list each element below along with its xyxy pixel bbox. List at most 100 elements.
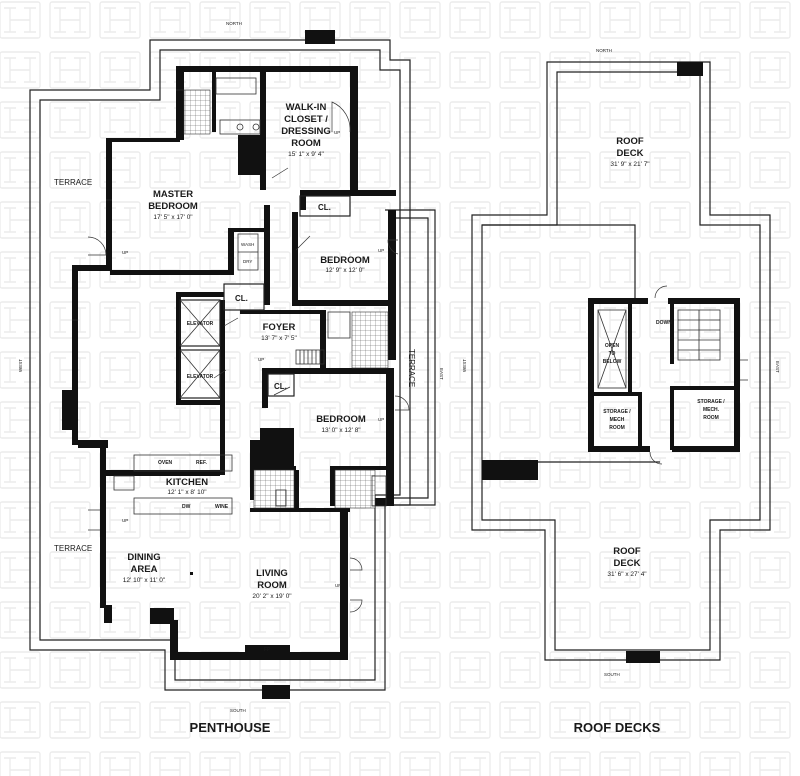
watermark-tile bbox=[549, 201, 591, 239]
storage-left-label: STORAGE / bbox=[603, 409, 631, 415]
watermark-tile bbox=[299, 501, 341, 539]
watermark-tile bbox=[0, 601, 41, 639]
watermark-tile bbox=[0, 151, 41, 189]
watermark-tile bbox=[699, 201, 741, 239]
watermark-tile bbox=[0, 1, 41, 39]
watermark-tile bbox=[399, 551, 441, 589]
down-label: DOWN bbox=[656, 320, 672, 326]
watermark-tile bbox=[0, 251, 41, 289]
watermark-tile bbox=[449, 551, 491, 589]
walk-in-closet-label-2: CLOSET / bbox=[284, 114, 328, 125]
watermark-tile bbox=[549, 601, 591, 639]
watermark-tile bbox=[49, 651, 91, 689]
watermark-tile bbox=[399, 651, 441, 689]
watermark-tile bbox=[0, 751, 41, 776]
dining-area-dim: 12' 10" x 11' 0" bbox=[123, 577, 166, 584]
watermark-tile bbox=[449, 1, 491, 39]
watermark-tile bbox=[199, 551, 241, 589]
ref-label: REF. bbox=[196, 460, 207, 466]
watermark-tile bbox=[149, 701, 191, 739]
watermark-tile bbox=[99, 401, 141, 439]
living-room-label-2: ROOM bbox=[257, 580, 287, 591]
dining-area-label-2: AREA bbox=[131, 564, 158, 575]
watermark-tile bbox=[99, 101, 141, 139]
dw-label: DW bbox=[182, 504, 191, 510]
watermark-tile bbox=[499, 1, 541, 39]
open-to-below-label: OPEN bbox=[605, 343, 620, 349]
watermark-tile bbox=[449, 301, 491, 339]
terrace-label-west: TERRACE bbox=[54, 178, 92, 187]
kitchen-label: KITCHEN bbox=[166, 477, 208, 488]
watermark-tile bbox=[749, 151, 791, 189]
walk-in-closet-label-4: ROOM bbox=[291, 138, 321, 149]
watermark-tile bbox=[599, 501, 641, 539]
watermark-tile bbox=[699, 251, 741, 289]
roof-compass-west: WEST bbox=[462, 359, 467, 372]
watermark-tile bbox=[649, 251, 691, 289]
watermark-tile bbox=[749, 701, 791, 739]
watermark-tile bbox=[549, 401, 591, 439]
watermark-tile bbox=[699, 51, 741, 89]
watermark-tile bbox=[349, 651, 391, 689]
closet-label-1: CL. bbox=[318, 203, 331, 212]
roof-decks-plan bbox=[471, 61, 771, 663]
watermark-tile bbox=[249, 1, 291, 39]
walk-in-closet-dim: 15' 1" x 9' 4" bbox=[288, 151, 324, 158]
watermark-tile bbox=[349, 701, 391, 739]
roof-deck-north-label: ROOF bbox=[616, 136, 644, 147]
watermark-tile bbox=[449, 251, 491, 289]
master-bedroom-dim: 17' 5" x 17' 0" bbox=[153, 214, 193, 221]
watermark-tile bbox=[599, 201, 641, 239]
watermark-tile bbox=[49, 751, 91, 776]
watermark-tile bbox=[599, 751, 641, 776]
watermark-tile bbox=[649, 601, 691, 639]
watermark-tile bbox=[399, 401, 441, 439]
walk-in-closet-label-3: DRESSING bbox=[281, 126, 331, 137]
watermark-tile bbox=[449, 751, 491, 776]
watermark-tile bbox=[549, 451, 591, 489]
watermark-tile bbox=[549, 101, 591, 139]
watermark-tile bbox=[299, 551, 341, 589]
watermark-tile bbox=[399, 101, 441, 139]
watermark-tile bbox=[349, 201, 391, 239]
master-bedroom-label: MASTER bbox=[153, 189, 193, 200]
watermark-tile bbox=[99, 751, 141, 776]
watermark-tile bbox=[149, 301, 191, 339]
watermark-tile bbox=[349, 601, 391, 639]
watermark-tile bbox=[49, 101, 91, 139]
watermark-tile bbox=[549, 651, 591, 689]
watermark-tile bbox=[499, 151, 541, 189]
watermark-tile bbox=[549, 751, 591, 776]
compass-west: WEST bbox=[18, 359, 23, 372]
watermark-tile bbox=[49, 351, 91, 389]
watermark-tile bbox=[599, 251, 641, 289]
compass-north: NORTH bbox=[226, 21, 242, 26]
open-to-below-label-3: BELOW bbox=[603, 359, 622, 365]
watermark-tile bbox=[599, 351, 641, 389]
watermark-tile bbox=[399, 501, 441, 539]
watermark-tile bbox=[49, 201, 91, 239]
watermark-tile bbox=[149, 751, 191, 776]
watermark-tile bbox=[349, 751, 391, 776]
watermark-tile bbox=[499, 51, 541, 89]
watermark-tile bbox=[149, 1, 191, 39]
up-label-2: UP bbox=[122, 250, 128, 255]
watermark-tile bbox=[549, 351, 591, 389]
watermark-tile bbox=[149, 151, 191, 189]
watermark-tile bbox=[749, 1, 791, 39]
watermark-tile bbox=[749, 551, 791, 589]
storage-right-label: STORAGE / bbox=[697, 399, 725, 405]
oven-label: OVEN bbox=[158, 460, 173, 466]
watermark-tile bbox=[749, 651, 791, 689]
watermark-tile bbox=[549, 501, 591, 539]
roof-decks-labels: NORTH SOUTH EAST WEST ROOF DECK 31' 9" x… bbox=[462, 48, 780, 735]
watermark-tile bbox=[49, 501, 91, 539]
open-to-below-label-2: TO bbox=[609, 351, 616, 357]
watermark-tile bbox=[499, 551, 541, 589]
watermark-tile bbox=[649, 501, 691, 539]
watermark-tile bbox=[499, 601, 541, 639]
watermark-tile bbox=[699, 701, 741, 739]
watermark-tile bbox=[599, 51, 641, 89]
watermark-tile bbox=[449, 201, 491, 239]
watermark-tile bbox=[549, 251, 591, 289]
